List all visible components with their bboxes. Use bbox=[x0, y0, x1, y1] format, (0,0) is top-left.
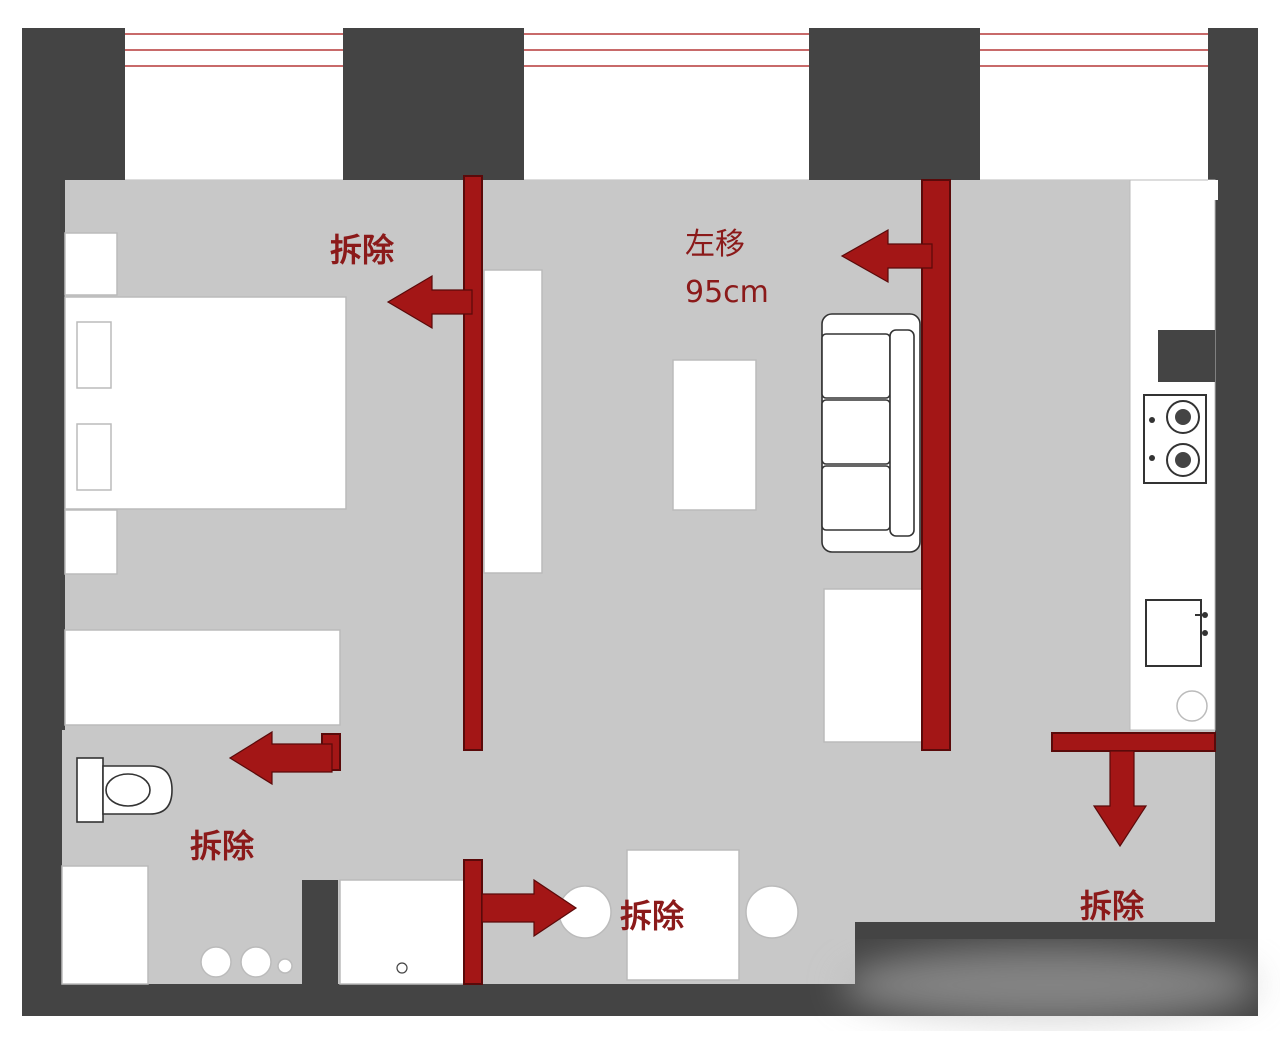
dining-table bbox=[626, 849, 740, 981]
wall-removed-bottom bbox=[463, 859, 483, 985]
bathroom-fixtures bbox=[61, 757, 465, 985]
arrow-down-kitchen bbox=[1092, 750, 1148, 848]
label-demolish-top-left: 拆除 bbox=[330, 231, 395, 269]
wall-notch bbox=[1158, 330, 1215, 382]
arrow-left-bathroom bbox=[228, 730, 333, 786]
wall-moved-living bbox=[921, 179, 951, 751]
watermark-blur bbox=[840, 947, 1260, 1023]
stool-right bbox=[745, 885, 799, 939]
arrow-icon bbox=[228, 228, 1148, 938]
label-demolish-bottom-center: 拆除 bbox=[620, 897, 685, 935]
arrow-right-bottom bbox=[481, 878, 578, 938]
wall-gap bbox=[1208, 180, 1218, 200]
toilet-icon bbox=[76, 757, 173, 823]
side-cabinet bbox=[823, 588, 923, 743]
pillow-1 bbox=[76, 321, 112, 389]
pillow-2 bbox=[76, 423, 112, 491]
bathroom-wall-step bbox=[322, 880, 338, 984]
coffee-table bbox=[672, 359, 757, 511]
sofa-icon bbox=[821, 313, 921, 553]
label-demolish-bathroom: 拆除 bbox=[190, 827, 255, 865]
wardrobe bbox=[64, 629, 341, 726]
sink-icon bbox=[1145, 599, 1208, 722]
arrow-left-bedroom bbox=[386, 274, 473, 330]
window-openings bbox=[125, 28, 1208, 181]
dining-set bbox=[558, 849, 799, 981]
bedroom-furniture bbox=[64, 232, 347, 726]
bath-drains bbox=[200, 946, 293, 978]
living-furniture bbox=[483, 269, 923, 743]
nightstand-top bbox=[64, 232, 118, 296]
nightstand-bottom bbox=[64, 509, 118, 575]
wall-removed-kitchen bbox=[1051, 732, 1216, 752]
label-move-left-line2: 95cm bbox=[685, 275, 769, 310]
label-demolish-bottom-right: 拆除 bbox=[1080, 887, 1145, 925]
stove-icon bbox=[1143, 394, 1207, 484]
label-move-left-line1: 左移 bbox=[685, 227, 745, 262]
bed-icon bbox=[64, 296, 347, 510]
tv-cabinet bbox=[483, 269, 543, 574]
wall-removed-bedroom bbox=[463, 175, 483, 751]
arrow-left-living bbox=[840, 228, 933, 284]
